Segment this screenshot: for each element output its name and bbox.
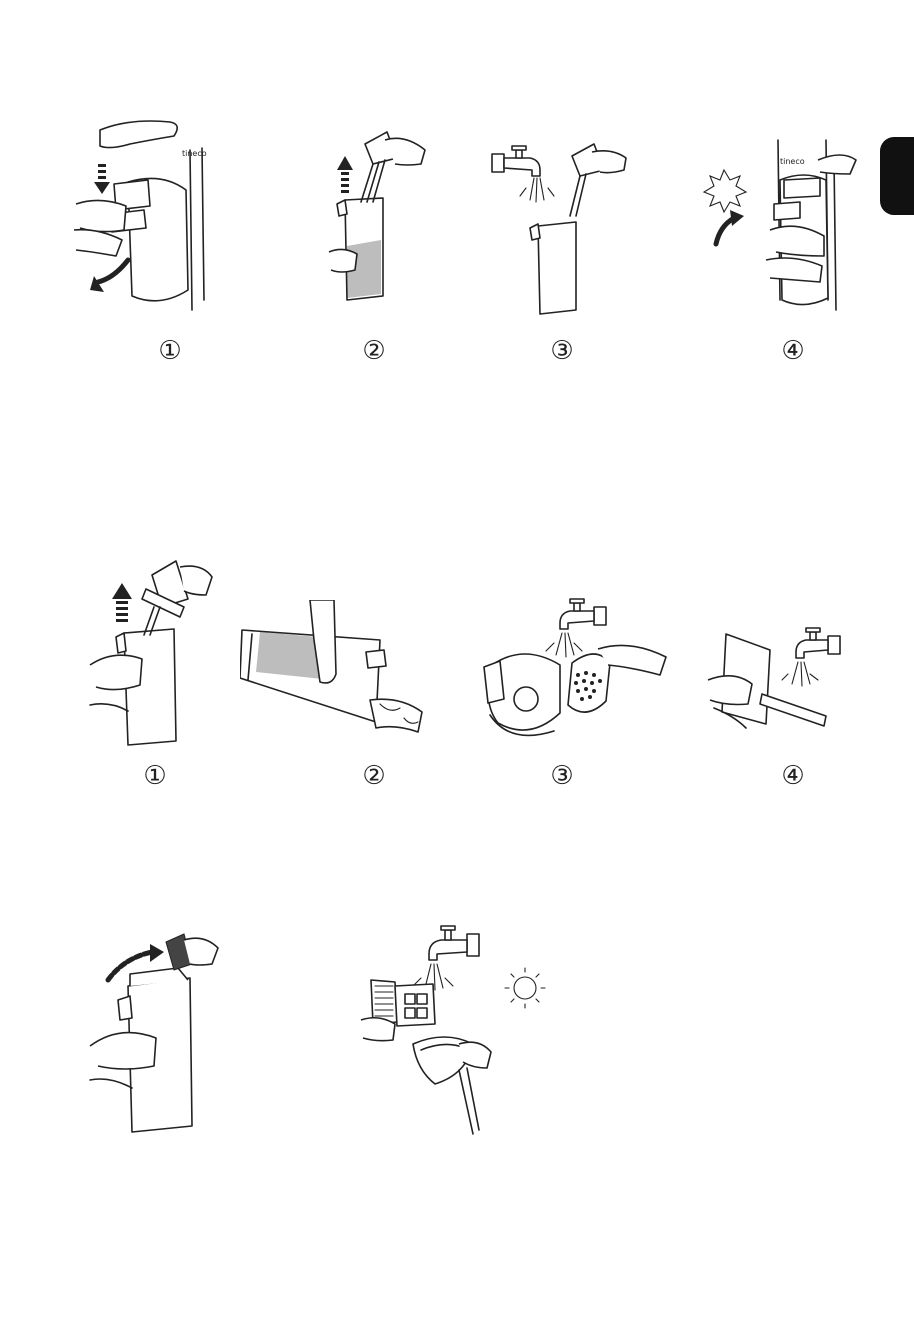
step-number: ① xyxy=(156,337,184,365)
figure-reinstall-tank: tineco xyxy=(700,130,860,320)
step-number: ③ xyxy=(548,337,576,365)
curved-arrow-icon xyxy=(716,210,744,244)
brand-label: tineco xyxy=(780,157,805,166)
figure-rinse-filter xyxy=(490,130,630,320)
step-number: ③ xyxy=(548,762,576,790)
step-number: ④ xyxy=(779,762,807,790)
brand-label: tineco xyxy=(182,149,207,158)
figure-lift-filter xyxy=(325,120,435,310)
figure-lift-filter-from-tank xyxy=(80,555,220,750)
faucet-icon xyxy=(492,146,540,176)
figure-empty-tank xyxy=(240,600,440,750)
figure-rinse-brush-and-dry xyxy=(355,920,575,1140)
faucet-icon xyxy=(796,628,840,658)
step-number: ④ xyxy=(779,337,807,365)
curved-arrow-icon xyxy=(90,260,128,292)
language-tab xyxy=(880,137,914,215)
up-arrow-icon xyxy=(112,583,132,622)
sun-icon xyxy=(505,968,545,1008)
figure-remove-tank: tineco xyxy=(70,110,220,320)
down-arrow-icon xyxy=(94,164,110,194)
figure-rinse-cover xyxy=(470,595,670,745)
click-burst-icon xyxy=(704,170,746,212)
step-number: ② xyxy=(360,337,388,365)
figure-remove-filter-cover xyxy=(80,920,240,1135)
up-arrow-icon xyxy=(337,156,353,193)
faucet-icon xyxy=(560,599,606,629)
figure-rinse-filter-2 xyxy=(700,620,860,745)
faucet-icon xyxy=(429,926,479,960)
step-number: ① xyxy=(141,762,169,790)
step-number: ② xyxy=(360,762,388,790)
